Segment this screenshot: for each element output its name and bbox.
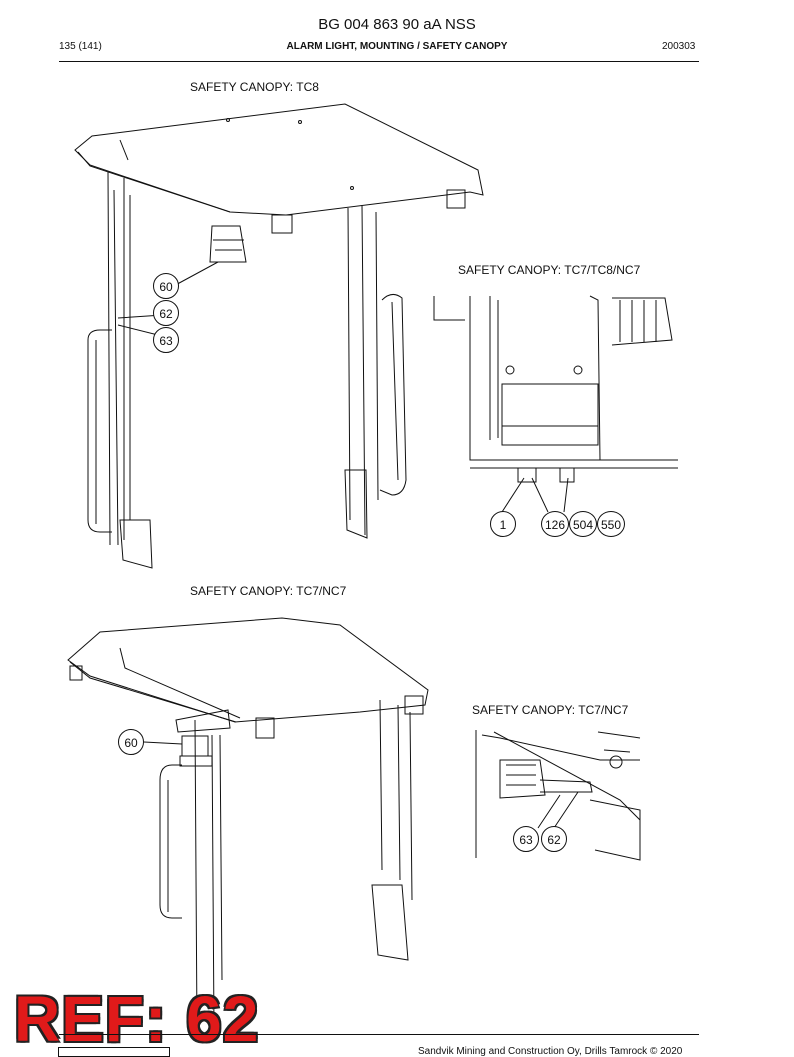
callout-504: 504 <box>569 511 597 537</box>
document-title: BG 004 863 90 aA NSS <box>318 16 476 33</box>
callout-63-fig4: 63 <box>513 826 539 852</box>
figure-1-label: SAFETY CANOPY: TC8 <box>190 80 319 94</box>
callout-550: 550 <box>597 511 625 537</box>
callout-62-fig4: 62 <box>541 826 567 852</box>
callout-126: 126 <box>541 511 569 537</box>
section-title: ALARM LIGHT, MOUNTING / SAFETY CANOPY <box>286 41 508 52</box>
figure-4-detail-tc7-nc7 <box>475 730 641 861</box>
callout-60-fig3: 60 <box>118 729 144 755</box>
figure-3-label: SAFETY CANOPY: TC7/NC7 <box>190 584 347 598</box>
figure-3-canopy-tc7-nc7 <box>67 617 429 1031</box>
header-rule <box>59 61 699 62</box>
callout-60: 60 <box>153 273 179 299</box>
reference-stamp: REF: 62 <box>14 983 260 1055</box>
figure-2-detail-tc7-tc8-nc7 <box>433 295 678 513</box>
callout-1: 1 <box>490 511 516 537</box>
callout-63: 63 <box>153 327 179 353</box>
footer-copyright: Sandvik Mining and Construction Oy, Dril… <box>418 1046 683 1057</box>
figure-1-canopy-tc8 <box>74 103 484 569</box>
sandvik-logo <box>58 1047 170 1057</box>
footer-rule <box>59 1034 699 1035</box>
document-date: 200303 <box>662 41 696 52</box>
figure-2-label: SAFETY CANOPY: TC7/TC8/NC7 <box>458 263 641 277</box>
callout-62: 62 <box>153 300 179 326</box>
figure-4-label: SAFETY CANOPY: TC7/NC7 <box>472 703 629 717</box>
page-number: 135 (141) <box>59 41 102 52</box>
